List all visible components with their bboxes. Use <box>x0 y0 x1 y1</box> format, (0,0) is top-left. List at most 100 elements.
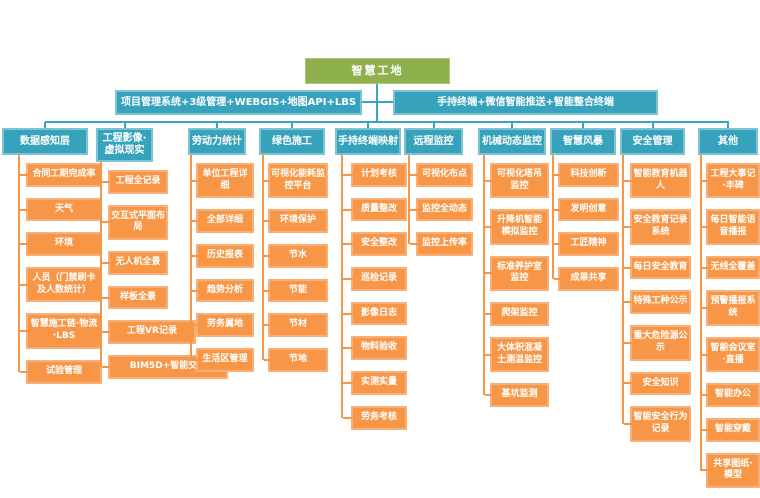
level2-left-bar: 项目管理系统+3级管理+WEBGIS+地图API+LBS <box>115 90 362 115</box>
tree-item: 每日安全教育 <box>624 255 691 280</box>
tree-item: 可视化塔吊监控 <box>485 163 549 199</box>
left-bar-stub-line <box>362 101 376 103</box>
tree-item: 环境保护 <box>264 209 328 234</box>
tree-item: 无线全覆盖 <box>702 255 760 280</box>
tree-item: 劳务考核 <box>343 405 407 430</box>
tree-item: 实测实量 <box>343 371 407 395</box>
branch-header: 远程监控 <box>404 128 463 155</box>
tree-item: 智能教育机器人 <box>624 163 691 199</box>
header-tick-line <box>582 122 584 128</box>
tree-item: 成果共享 <box>554 267 619 291</box>
branch-items: 可视化能耗监控平台环境保护节水节能节材节地 <box>262 155 328 372</box>
tree-item: 试验管理 <box>20 359 102 384</box>
branch-items: 合同工期完成率天气环境人员（门禁刷卡及人数统计） 智慧施工链·物流·LBS 试验管理 <box>18 155 102 384</box>
branch-items: 科技创新发明创意工匠精神成果共享 <box>552 155 619 291</box>
branch-header: 智慧风暴 <box>550 128 616 155</box>
branch-column-3: 劳动力统计单位工程详细全部详细历史报表趋势分析劳务属地生活区管理 <box>188 128 254 383</box>
branch-items: 单位工程详细全部详细历史报表趋势分析劳务属地生活区管理 <box>190 155 254 372</box>
tree-item: 全部详细 <box>192 209 254 234</box>
tree-item: 工匠精神 <box>554 232 619 257</box>
tree-item: 重大危险源公示 <box>624 325 691 361</box>
header-tick-line <box>367 122 369 128</box>
branch-bracket-line <box>483 155 485 395</box>
branch-header: 安全管理 <box>620 128 685 155</box>
tree-item: 人员（门禁刷卡及人数统计） <box>20 267 102 303</box>
tree-item: 天气 <box>20 197 102 222</box>
branch-column-4: 绿色施工可视化能耗监控平台环境保护节水节能节材节地 <box>259 128 328 383</box>
tree-item: 智慧施工链·物流·LBS <box>20 313 102 349</box>
header-tick-line <box>216 122 218 128</box>
tree-item: 可视化能耗监控平台 <box>264 163 328 199</box>
tree-item: 样板全景 <box>102 285 168 310</box>
branch-bracket-line <box>262 155 264 360</box>
branch-items: 可视化塔吊监控升降机智能模拟监控标准养护室监控爬架监控大体积混凝土测温监控基坑监… <box>483 155 549 407</box>
tree-item: 节能 <box>264 278 328 303</box>
branch-column-10: 其他工程大事记·丰碑每日智能语音播报无线全覆盖预警播报系统智能会议室·直播智能办… <box>698 128 760 498</box>
tree-item: 发明创意 <box>554 197 619 222</box>
tree-item: 无人机全景 <box>102 251 168 275</box>
header-tick-line <box>511 122 513 128</box>
branch-column-5: 手持终端映射计划考核质量整改安全整改巡检记录影像日志物料验收实测实量劳务考核 <box>335 128 407 441</box>
tree-item: 智能安全行为记录 <box>624 406 691 442</box>
tree-item: 爬架监控 <box>485 302 549 326</box>
tree-item: 趋势分析 <box>192 278 254 303</box>
root-connector-line <box>376 84 378 122</box>
tree-item: 安全知识 <box>624 371 691 396</box>
branch-column-1: 数据感知层合同工期完成率天气环境人员（门禁刷卡及人数统计） 智慧施工链·物流·LB… <box>2 128 102 395</box>
tree-item: 大体积混凝土测温监控 <box>485 336 549 373</box>
branch-header: 数据感知层 <box>2 128 88 155</box>
tree-item: 生活区管理 <box>192 348 254 372</box>
header-tick-line <box>123 122 126 128</box>
branch-bracket-line <box>100 162 102 367</box>
tree-item: 智能会议室·直播 <box>702 336 760 373</box>
tree-item: 影像日志 <box>343 301 407 326</box>
tree-item: 智能办公 <box>702 383 760 407</box>
branch-bracket-line <box>190 155 192 360</box>
tree-item: 环境 <box>20 232 102 257</box>
tree-item: 计划考核 <box>343 163 407 187</box>
header-tick-line <box>291 122 293 128</box>
branch-header: 机械动态监控 <box>478 128 546 155</box>
level2-right-bar: 手持终端+微信智能推送+智能整合终端 <box>393 90 658 115</box>
branch-items: 计划考核质量整改安全整改巡检记录影像日志物料验收实测实量劳务考核 <box>341 155 407 430</box>
branch-bracket-line <box>341 155 343 418</box>
tree-item: 可视化布点 <box>410 163 473 187</box>
tree-item: 基坑监测 <box>485 383 549 407</box>
branch-items: 工程大事记·丰碑每日智能语音播报无线全覆盖预警播报系统智能会议室·直播智能办公智… <box>700 155 760 488</box>
tree-item: 每日智能语音播报 <box>702 209 760 245</box>
tree-item: 监控全动态 <box>410 197 473 222</box>
root-node: 智慧工地 <box>305 58 450 84</box>
tree-item: 物料验收 <box>343 336 407 361</box>
tree-item: 质量整改 <box>343 197 407 222</box>
branch-header: 工程影像·虚拟现实 <box>96 128 153 162</box>
tree-item: 合同工期完成率 <box>20 163 102 187</box>
tree-item: 历史报表 <box>192 244 254 268</box>
branch-bracket-line <box>552 155 554 279</box>
tree-item: 节材 <box>264 313 328 338</box>
tree-item: 监控上传率 <box>410 232 473 257</box>
branch-bracket-line <box>622 155 624 424</box>
branch-header: 手持终端映射 <box>335 128 401 155</box>
tree-item: 巡检记录 <box>343 267 407 291</box>
tree-item: 安全教育记录系统 <box>624 209 691 245</box>
tree-item: 特殊工种公示 <box>624 290 691 315</box>
branch-column-8: 智慧风暴科技创新发明创意工匠精神成果共享 <box>550 128 619 302</box>
tree-item: 升降机智能模拟监控 <box>485 209 549 245</box>
tree-item: 节地 <box>264 348 328 372</box>
tree-item: 交互式平面布局 <box>102 204 168 241</box>
header-tick-line <box>44 122 46 128</box>
tree-item: 工程VR记录 <box>102 320 196 345</box>
branch-column-9: 安全管理智能教育机器人安全教育记录系统每日安全教育特殊工种公示重大危险源公示安全… <box>620 128 691 453</box>
tree-item: 节水 <box>264 244 328 268</box>
header-tick-line <box>432 122 435 128</box>
branch-items: 可视化布点监控全动态监控上传率 <box>408 155 473 257</box>
tree-item: 劳务属地 <box>192 313 254 338</box>
branch-column-7: 机械动态监控可视化塔吊监控升降机智能模拟监控标准养护室监控爬架监控大体积混凝土测… <box>478 128 549 418</box>
tree-item: 标准养护室监控 <box>485 255 549 292</box>
branch-header: 绿色施工 <box>259 128 325 155</box>
right-bar-stub-line <box>378 101 393 103</box>
tree-item: 工程大事记·丰碑 <box>702 163 760 199</box>
